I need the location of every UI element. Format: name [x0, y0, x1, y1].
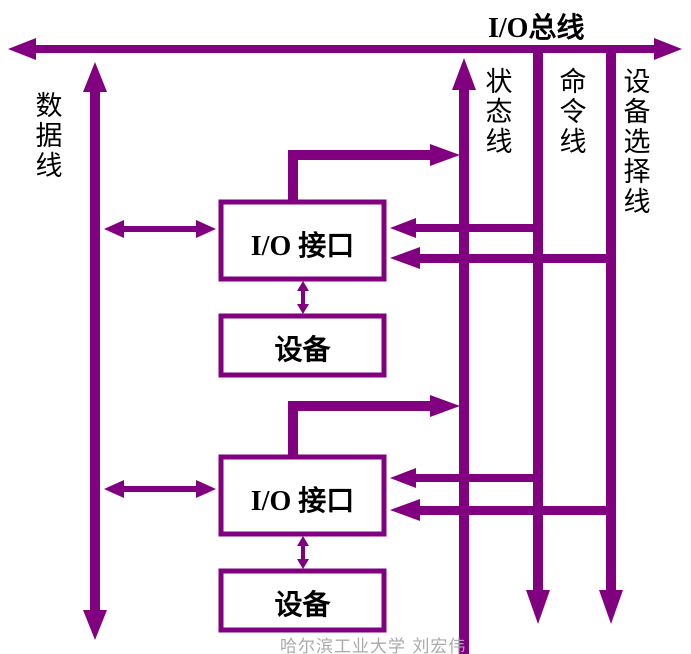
io-bus-arrow-left [8, 38, 36, 60]
device-box-1 [218, 313, 387, 378]
device-select-line [606, 49, 616, 594]
command-line-arrow-down [526, 590, 550, 624]
io-interface-box-2 [218, 454, 387, 537]
command-line [533, 49, 543, 594]
status-line-arrow-up [452, 58, 476, 90]
data-bus-line [90, 88, 100, 613]
status-line [459, 86, 469, 654]
io-bus-arrow-right [654, 38, 682, 60]
data-line-label: 数据线 [35, 91, 63, 182]
command-line-label: 命令线 [559, 67, 587, 158]
device-select-line-arrow-down [599, 590, 623, 624]
device-label-1: 设备 [274, 335, 331, 366]
device-label-2: 设备 [274, 590, 331, 621]
io-bus-title: I/O总线 [488, 13, 585, 44]
data-bus-arrow-down [83, 610, 107, 640]
io-interface-box-1 [218, 199, 387, 282]
io-interface-label-1: I/O 接口 [250, 231, 355, 262]
data-bus-arrow-up [83, 62, 107, 92]
status-line-label: 状态线 [485, 67, 513, 158]
io-interface-label-2: I/O 接口 [250, 486, 355, 517]
watermark: 哈尔滨工业大学 刘宏伟 [280, 637, 467, 654]
device-box-2 [218, 568, 387, 633]
device-select-line-label: 设备选择线 [623, 67, 651, 218]
io-bus-line [28, 45, 660, 53]
